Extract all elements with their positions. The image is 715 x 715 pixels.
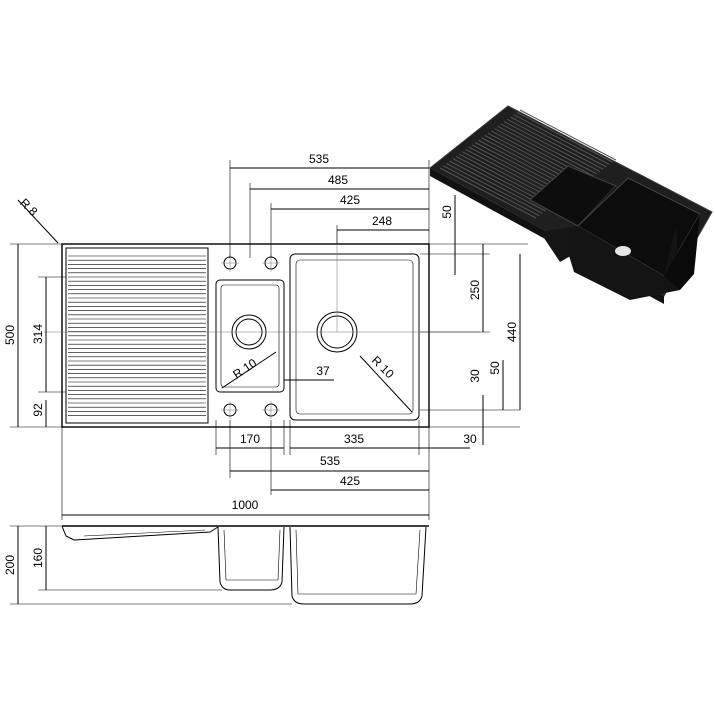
dim-535-top: 535: [309, 152, 329, 166]
dim-50-bottom: 50: [488, 361, 502, 375]
dim-200: 200: [3, 555, 17, 575]
render-groove-line: [519, 109, 617, 161]
dim-500: 500: [3, 325, 17, 345]
render-groove-line: [510, 116, 607, 168]
render-groove-line: [506, 118, 604, 170]
dim-30-bottom: 30: [463, 432, 477, 446]
dim-1000: 1000: [232, 498, 259, 512]
dimension-labels-bottom: 170 335 30 535 425 1000: [232, 432, 477, 512]
sink-product-render: [429, 105, 713, 304]
radius-10-large-label: R 10: [369, 353, 397, 381]
render-groove-line: [513, 114, 610, 166]
radius-10-small-label: R 10: [230, 356, 259, 382]
dim-535-bottom: 535: [320, 454, 340, 468]
drainer-grooves: [68, 255, 206, 416]
drainer-board: [65, 247, 209, 424]
dim-37: 37: [316, 364, 330, 378]
sink-outline: [61, 243, 430, 428]
dimension-lines-bottom: [61, 420, 470, 520]
dim-160: 160: [31, 548, 45, 568]
dim-92: 92: [31, 403, 45, 417]
render-groove-line: [500, 123, 598, 175]
small-bowl-outer: [215, 279, 285, 393]
render-groove-line: [503, 121, 601, 173]
large-bowl-outer: [289, 253, 420, 421]
dim-335: 335: [344, 432, 364, 446]
dim-440: 440: [505, 322, 519, 342]
render-groove-line: [446, 162, 543, 214]
dimension-lines: [229, 160, 430, 258]
dim-250: 250: [468, 280, 482, 300]
dim-314: 314: [31, 324, 45, 344]
side-view: 200 160: [3, 525, 429, 605]
render-groove-line: [439, 167, 537, 219]
render-groove-line: [449, 160, 546, 212]
dimension-labels-right: 50 250 440 30 50: [440, 205, 519, 383]
render-groove-line: [497, 125, 594, 177]
dim-425-top: 425: [340, 193, 360, 207]
dim-50-top: 50: [440, 205, 454, 219]
dim-425-bottom: 425: [340, 474, 360, 488]
dimension-lines-left: [10, 199, 66, 428]
radius-callouts: R 10 R 10 37: [221, 351, 413, 413]
dimension-lines-right: [420, 195, 528, 445]
dim-248: 248: [372, 214, 392, 228]
dim-170: 170: [240, 432, 260, 446]
dim-30-right: 30: [468, 369, 482, 383]
plan-view: [44, 230, 480, 428]
render-groove-line: [442, 165, 540, 217]
dimension-labels-top: 535 485 425 248: [309, 152, 392, 228]
render-groove-line: [516, 111, 614, 163]
dim-485: 485: [328, 173, 348, 187]
radius-8-label: R 8: [17, 196, 40, 219]
large-bowl-inner: [295, 259, 414, 415]
tap-holes: [221, 254, 280, 419]
dimension-labels-left: 500 314 92 R 8: [3, 196, 45, 417]
small-bowl-inner: [220, 284, 280, 388]
